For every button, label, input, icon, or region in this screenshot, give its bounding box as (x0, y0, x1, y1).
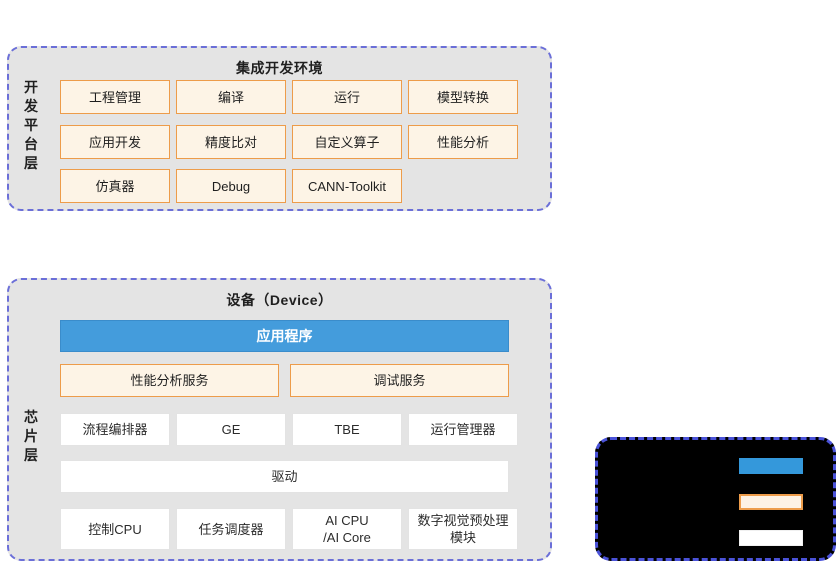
cell-control-cpu[interactable]: 控制CPU (60, 508, 170, 550)
cell-debug-service[interactable]: 调试服务 (290, 364, 509, 397)
cell-custom-operator[interactable]: 自定义算子 (292, 125, 402, 159)
cell-performance-analysis[interactable]: 性能分析 (408, 125, 518, 159)
cell-project-management[interactable]: 工程管理 (60, 80, 170, 114)
cell-debug[interactable]: Debug (176, 169, 286, 203)
cell-runtime-manager[interactable]: 运行管理器 (408, 413, 518, 446)
chip-layer-title: 设备（Device） (226, 292, 333, 308)
cell-app-development[interactable]: 应用开发 (60, 125, 170, 159)
cell-tbe[interactable]: TBE (292, 413, 402, 446)
cell-precision-comparison[interactable]: 精度比对 (176, 125, 286, 159)
legend-blue-swatch (739, 458, 803, 474)
cell-simulator[interactable]: 仿真器 (60, 169, 170, 203)
cell-application-program[interactable]: 应用程序 (60, 320, 509, 352)
legend-cream-swatch (739, 494, 803, 510)
cell-run[interactable]: 运行 (292, 80, 402, 114)
dev-platform-side-label: 开发平台层 (24, 79, 38, 171)
dev-platform-panel: 集成开发环境 开发平台层 工程管理 编译 运行 模型转换 应用开发 精度比对 自… (7, 46, 552, 211)
cell-compile[interactable]: 编译 (176, 80, 286, 114)
cell-performance-analysis-service[interactable]: 性能分析服务 (60, 364, 279, 397)
cell-task-scheduler[interactable]: 任务调度器 (176, 508, 286, 550)
chip-layer-side-label: 芯片层 (24, 409, 38, 463)
cell-model-conversion[interactable]: 模型转换 (408, 80, 518, 114)
legend-white-swatch (739, 530, 803, 546)
dev-platform-title: 集成开发环境 (236, 60, 323, 76)
cell-driver[interactable]: 驱动 (60, 460, 509, 493)
cell-ai-cpu-ai-core[interactable]: AI CPU /AI Core (292, 508, 402, 550)
cell-flow-orchestrator[interactable]: 流程编排器 (60, 413, 170, 446)
cell-dvpp-module[interactable]: 数字视觉预处理 模块 (408, 508, 518, 550)
cell-cann-toolkit[interactable]: CANN-Toolkit (292, 169, 402, 203)
chip-layer-panel: 设备（Device） 芯片层 应用程序 性能分析服务 调试服务 流程编排器 GE… (7, 278, 552, 561)
cell-ge[interactable]: GE (176, 413, 286, 446)
legend-box (595, 437, 836, 561)
